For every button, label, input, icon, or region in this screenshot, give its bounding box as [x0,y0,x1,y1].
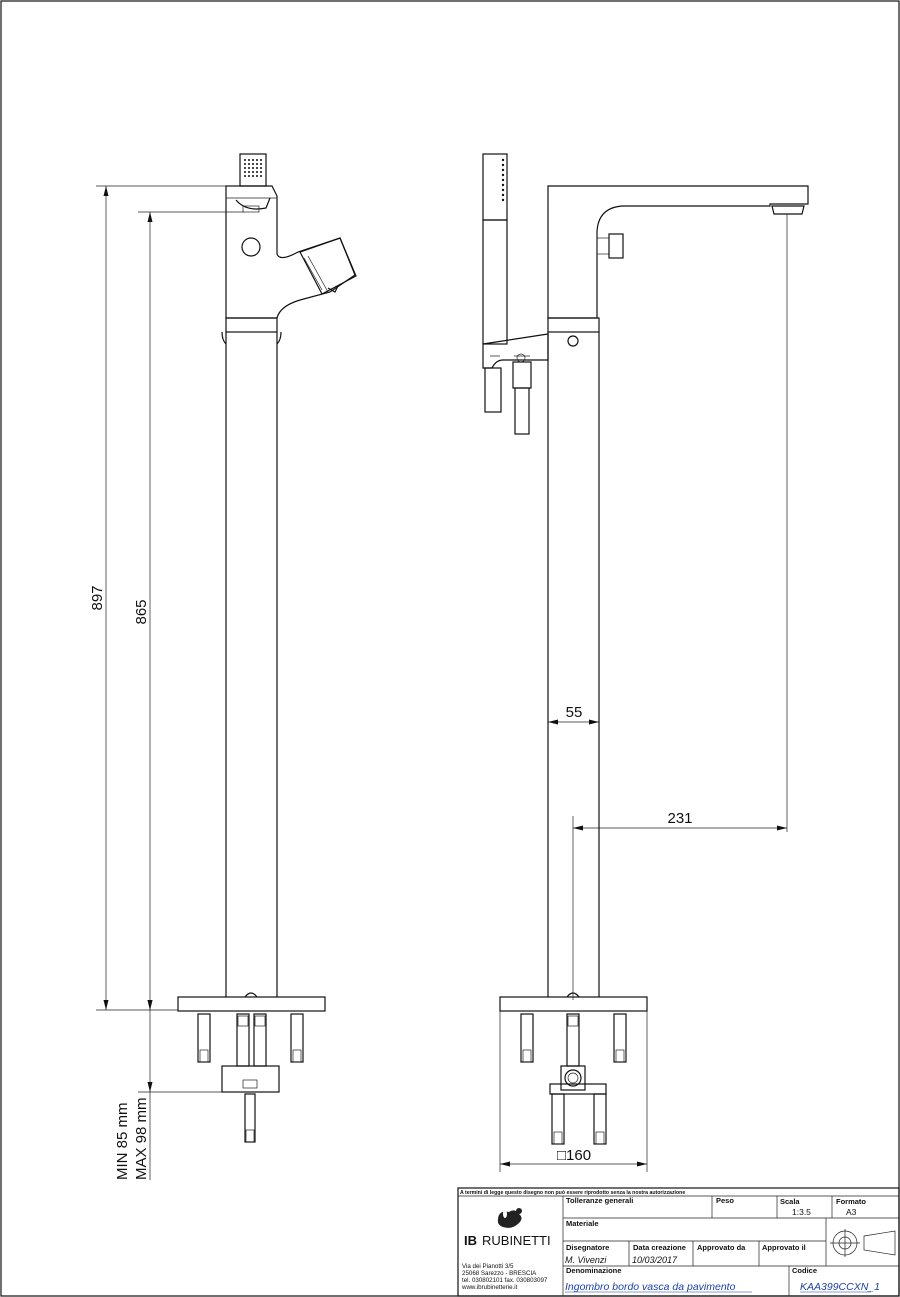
handshower-head [239,153,267,187]
brand-bold: IB [464,1233,477,1248]
mixing-box-front [560,1065,586,1091]
dim-897: 897 [89,585,106,610]
svg-text:Denominazione: Denominazione [566,1266,621,1275]
designer-value: M. Vivenzi [565,1255,607,1265]
aerator [771,205,805,215]
dim-865: 865 [133,599,150,624]
created-value: 10/03/2017 [632,1255,678,1265]
svg-text:Data creazione: Data creazione [633,1243,686,1252]
spout-knob [608,233,624,259]
dim-160: □160 [557,1147,591,1164]
scale-value: 1:3.5 [792,1207,811,1217]
dim-231: 231 [667,810,692,827]
format-value: A3 [846,1207,857,1217]
shower-holder [482,333,549,369]
title-block: A termini di legge questo disegno non pu… [457,1187,900,1297]
spout [547,185,809,319]
svg-text:Materiale: Materiale [566,1219,599,1228]
collar [225,317,278,333]
dim-max: MAX 98 mm [133,1097,150,1180]
svg-text:Scala: Scala [780,1197,800,1206]
mixing-box [221,1065,280,1093]
svg-text:Peso: Peso [716,1196,734,1205]
svg-text:Approvato da: Approvato da [697,1243,746,1252]
copyright-warning: A termini di legge questo disegno non pu… [460,1190,685,1196]
brand-name: RUBINETTI [482,1233,551,1248]
base-plate [177,996,326,1012]
svg-text:Via dei Pianotti 3/5: Via dei Pianotti 3/5 [462,1263,514,1270]
side-view: 897 865 MIN 85 mm MAX 98 mm [89,153,357,1180]
dim-55: 55 [566,704,583,721]
svg-text:Tolleranze generali: Tolleranze generali [566,1196,633,1205]
drawing-name: Ingombro bordo vasca da pavimento [565,1281,736,1293]
svg-text:Formato: Formato [836,1197,866,1206]
mixer-lever [299,237,357,295]
base-plate-front [499,996,648,1012]
svg-text:tel. 030802101 fax. 030803097: tel. 030802101 fax. 030803097 [462,1277,548,1284]
dim-min: MIN 85 mm [114,1102,131,1180]
svg-text:25068 Sarezzo - BRESCIA: 25068 Sarezzo - BRESCIA [462,1270,537,1277]
handshower-handle [482,219,508,345]
diverter-knob [241,237,261,257]
company-logo [497,1208,522,1228]
svg-text:Approvato il: Approvato il [762,1243,806,1252]
handshower-nozzles [244,159,262,177]
drawing-code: KAA399CCXN_1 [800,1281,880,1293]
svg-text:www.ibrubinetterie.it: www.ibrubinetterie.it [461,1284,518,1291]
svg-text:Codice: Codice [792,1266,817,1275]
front-view: 55 231 □160 [482,153,809,1172]
svg-text:Disegnatore: Disegnatore [566,1243,609,1252]
